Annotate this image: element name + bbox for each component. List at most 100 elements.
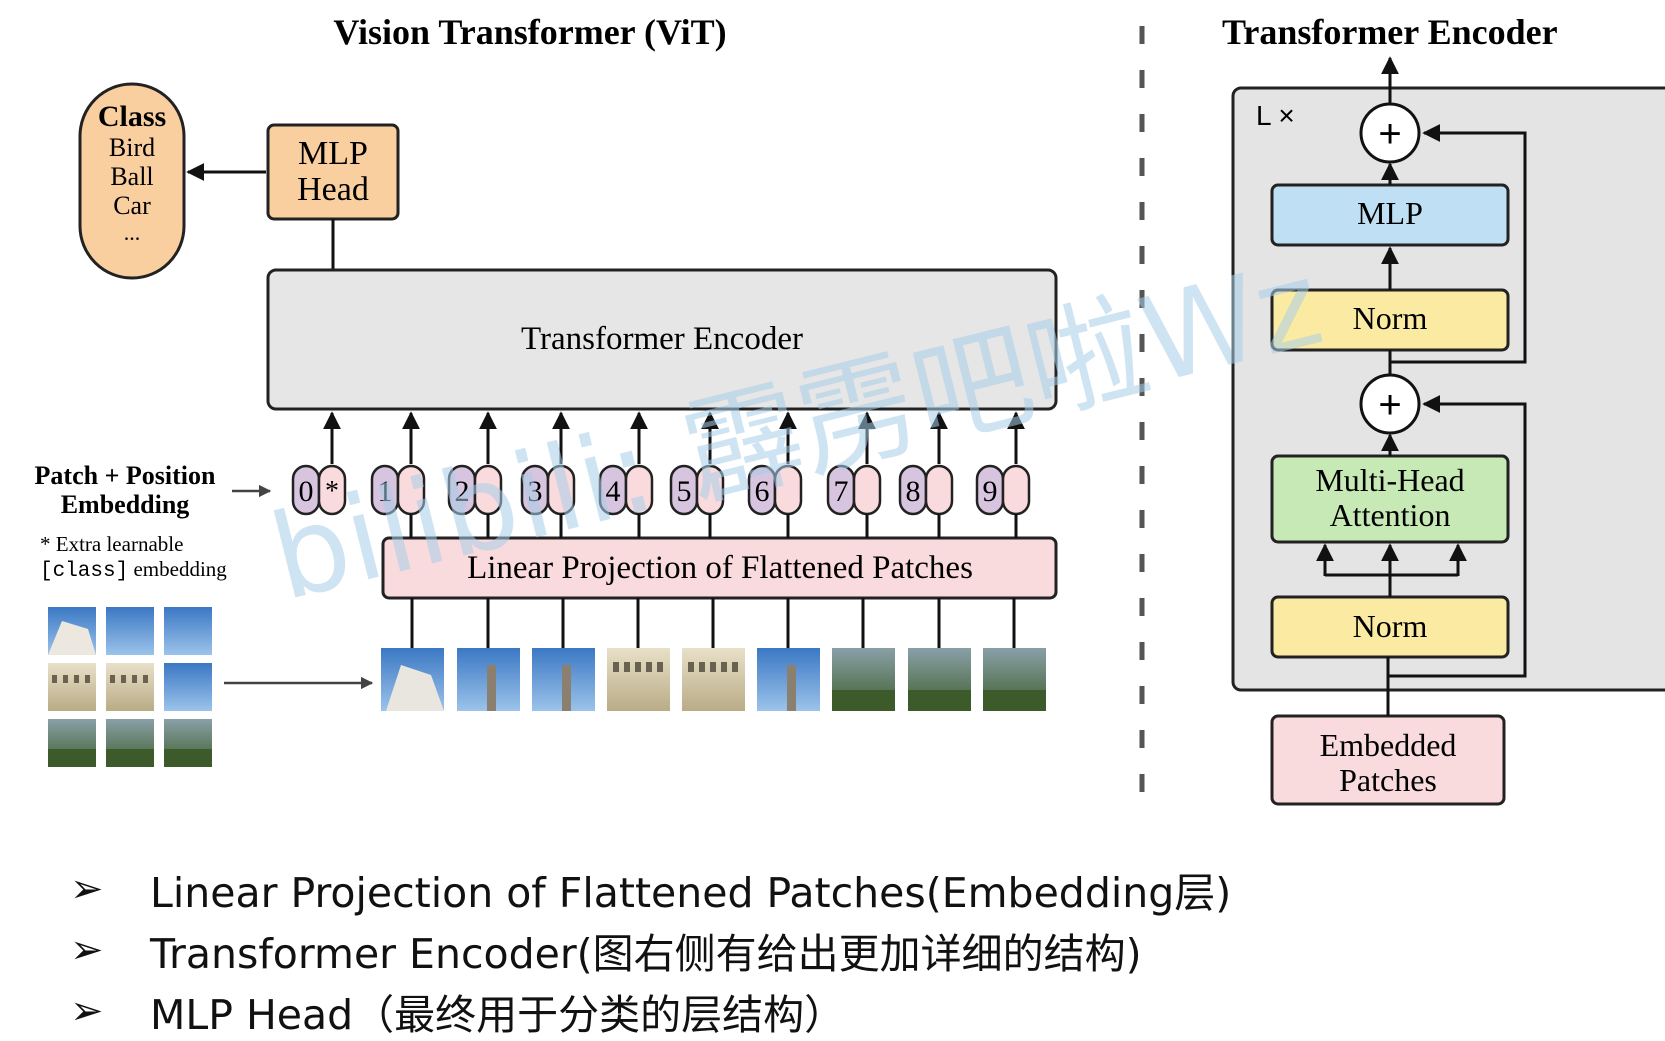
class-title: Class bbox=[98, 100, 166, 133]
window-detail bbox=[732, 662, 738, 672]
source-patch-image bbox=[164, 607, 212, 655]
position-index-label: 9 bbox=[983, 475, 998, 508]
source-patch bbox=[164, 607, 212, 655]
source-patch-image bbox=[106, 663, 154, 711]
flattened-patch bbox=[457, 598, 520, 711]
patch-embedding-token bbox=[1001, 464, 1031, 516]
window-detail bbox=[624, 662, 630, 672]
position-index-label: 1 bbox=[378, 475, 393, 508]
transformer-encoder-box bbox=[266, 268, 1058, 411]
patch-embedding-token bbox=[924, 464, 954, 516]
attention-line1: Multi-Head bbox=[1315, 462, 1464, 498]
building-detail bbox=[386, 665, 444, 711]
flattened-patch bbox=[607, 598, 670, 711]
source-patch-image bbox=[48, 663, 96, 711]
token-pair-2: 2 bbox=[447, 411, 503, 538]
vit-title: Vision Transformer (ViT) bbox=[333, 12, 726, 52]
mlp-head-line2: Head bbox=[297, 171, 369, 208]
ground-detail bbox=[164, 749, 212, 767]
window-detail bbox=[699, 662, 705, 672]
token-pair-8: 8 bbox=[898, 411, 954, 538]
class-token bbox=[317, 464, 347, 516]
flattened-patches-row bbox=[381, 598, 1046, 711]
bullet-item: ➢ MLP Head（最终用于分类的层结构） bbox=[70, 980, 1250, 1041]
class-item-car: Car bbox=[113, 191, 151, 220]
position-index-label: 6 bbox=[755, 475, 770, 508]
residual-add-top-symbol: + bbox=[1378, 112, 1401, 156]
flattened-patch bbox=[757, 598, 820, 711]
window-detail bbox=[688, 662, 694, 672]
extra-note-line1: * Extra learnable bbox=[40, 532, 183, 556]
bullet-item: ➢ Transformer Encoder(图右侧有给出更加详细的结构) bbox=[70, 919, 1250, 980]
source-patch bbox=[106, 663, 154, 711]
token-pair-4: 4 bbox=[598, 411, 654, 538]
extra-note-line2: [class] embedding bbox=[40, 557, 227, 583]
window-detail bbox=[85, 675, 90, 683]
token-pair-5: 5 bbox=[669, 411, 725, 538]
source-patch bbox=[164, 663, 212, 711]
source-patch-image bbox=[164, 663, 212, 711]
window-detail bbox=[646, 662, 652, 672]
mlp-head-line1: MLP bbox=[298, 135, 368, 172]
window-detail bbox=[710, 662, 716, 672]
ground-detail bbox=[983, 690, 1046, 711]
residual-add-top bbox=[1359, 102, 1421, 164]
class-token-symbol: * bbox=[325, 476, 339, 507]
window-detail bbox=[613, 662, 619, 672]
residual-add-middle-symbol: + bbox=[1378, 383, 1401, 427]
window-detail bbox=[110, 675, 115, 683]
source-image-patches-grid bbox=[48, 607, 212, 767]
residual-path-upper bbox=[1390, 124, 1527, 364]
window-detail bbox=[635, 662, 641, 672]
bullet-arrow-icon: ➢ bbox=[70, 865, 104, 912]
encoder-detail-title: Transformer Encoder bbox=[1222, 12, 1558, 52]
ground-detail bbox=[908, 690, 971, 711]
window-detail bbox=[121, 675, 126, 683]
class-output-box bbox=[78, 82, 186, 280]
class-item-ball: Ball bbox=[110, 162, 153, 191]
patch-position-label-2: Embedding bbox=[61, 490, 190, 519]
flattened-patch bbox=[983, 598, 1046, 711]
bullet-arrow-icon: ➢ bbox=[70, 926, 104, 973]
position-index-label: 4 bbox=[606, 475, 621, 508]
patch-image bbox=[607, 648, 670, 711]
flattened-patch bbox=[832, 598, 895, 711]
source-patch bbox=[164, 719, 212, 767]
ground-detail bbox=[48, 749, 96, 767]
ground-detail bbox=[832, 690, 895, 711]
extra-note-rest: embedding bbox=[128, 557, 227, 581]
attention-line2: Attention bbox=[1330, 497, 1451, 533]
linear-projection-box bbox=[381, 536, 1058, 600]
bullet-item: ➢ Linear Projection of Flattened Patches… bbox=[70, 858, 1250, 919]
bullet-text: Linear Projection of Flattened Patches(E… bbox=[150, 868, 1232, 917]
window-detail bbox=[721, 662, 727, 672]
flattened-patch bbox=[682, 598, 745, 711]
ground-detail bbox=[106, 749, 154, 767]
source-patch bbox=[106, 719, 154, 767]
encoder-norm-bottom-label: Norm bbox=[1353, 608, 1428, 644]
class-item-more: ... bbox=[124, 220, 141, 245]
tower-detail bbox=[787, 665, 796, 711]
position-index-label: 0 bbox=[299, 475, 314, 508]
window-detail bbox=[63, 675, 68, 683]
source-patch bbox=[106, 607, 154, 655]
window-detail bbox=[132, 675, 137, 683]
window-detail bbox=[52, 675, 57, 683]
window-detail bbox=[657, 662, 663, 672]
patch-image bbox=[682, 648, 745, 711]
bullet-list: ➢ Linear Projection of Flattened Patches… bbox=[70, 858, 1250, 1041]
repeat-label: L × bbox=[1256, 100, 1295, 131]
linear-projection-label: Linear Projection of Flattened Patches bbox=[467, 550, 973, 586]
position-index-label: 2 bbox=[455, 475, 470, 508]
encoder-mlp-label: MLP bbox=[1357, 195, 1423, 231]
source-patch bbox=[48, 607, 96, 655]
position-index-label: 3 bbox=[528, 475, 543, 508]
flattened-patch bbox=[532, 598, 595, 711]
window-detail bbox=[143, 675, 148, 683]
source-patch bbox=[48, 663, 96, 711]
token-pair-1: 1 bbox=[370, 411, 426, 538]
extra-note-code: [class] bbox=[40, 560, 128, 583]
position-index-label: 5 bbox=[677, 475, 692, 508]
bullet-text: MLP Head（最终用于分类的层结构） bbox=[150, 990, 846, 1039]
